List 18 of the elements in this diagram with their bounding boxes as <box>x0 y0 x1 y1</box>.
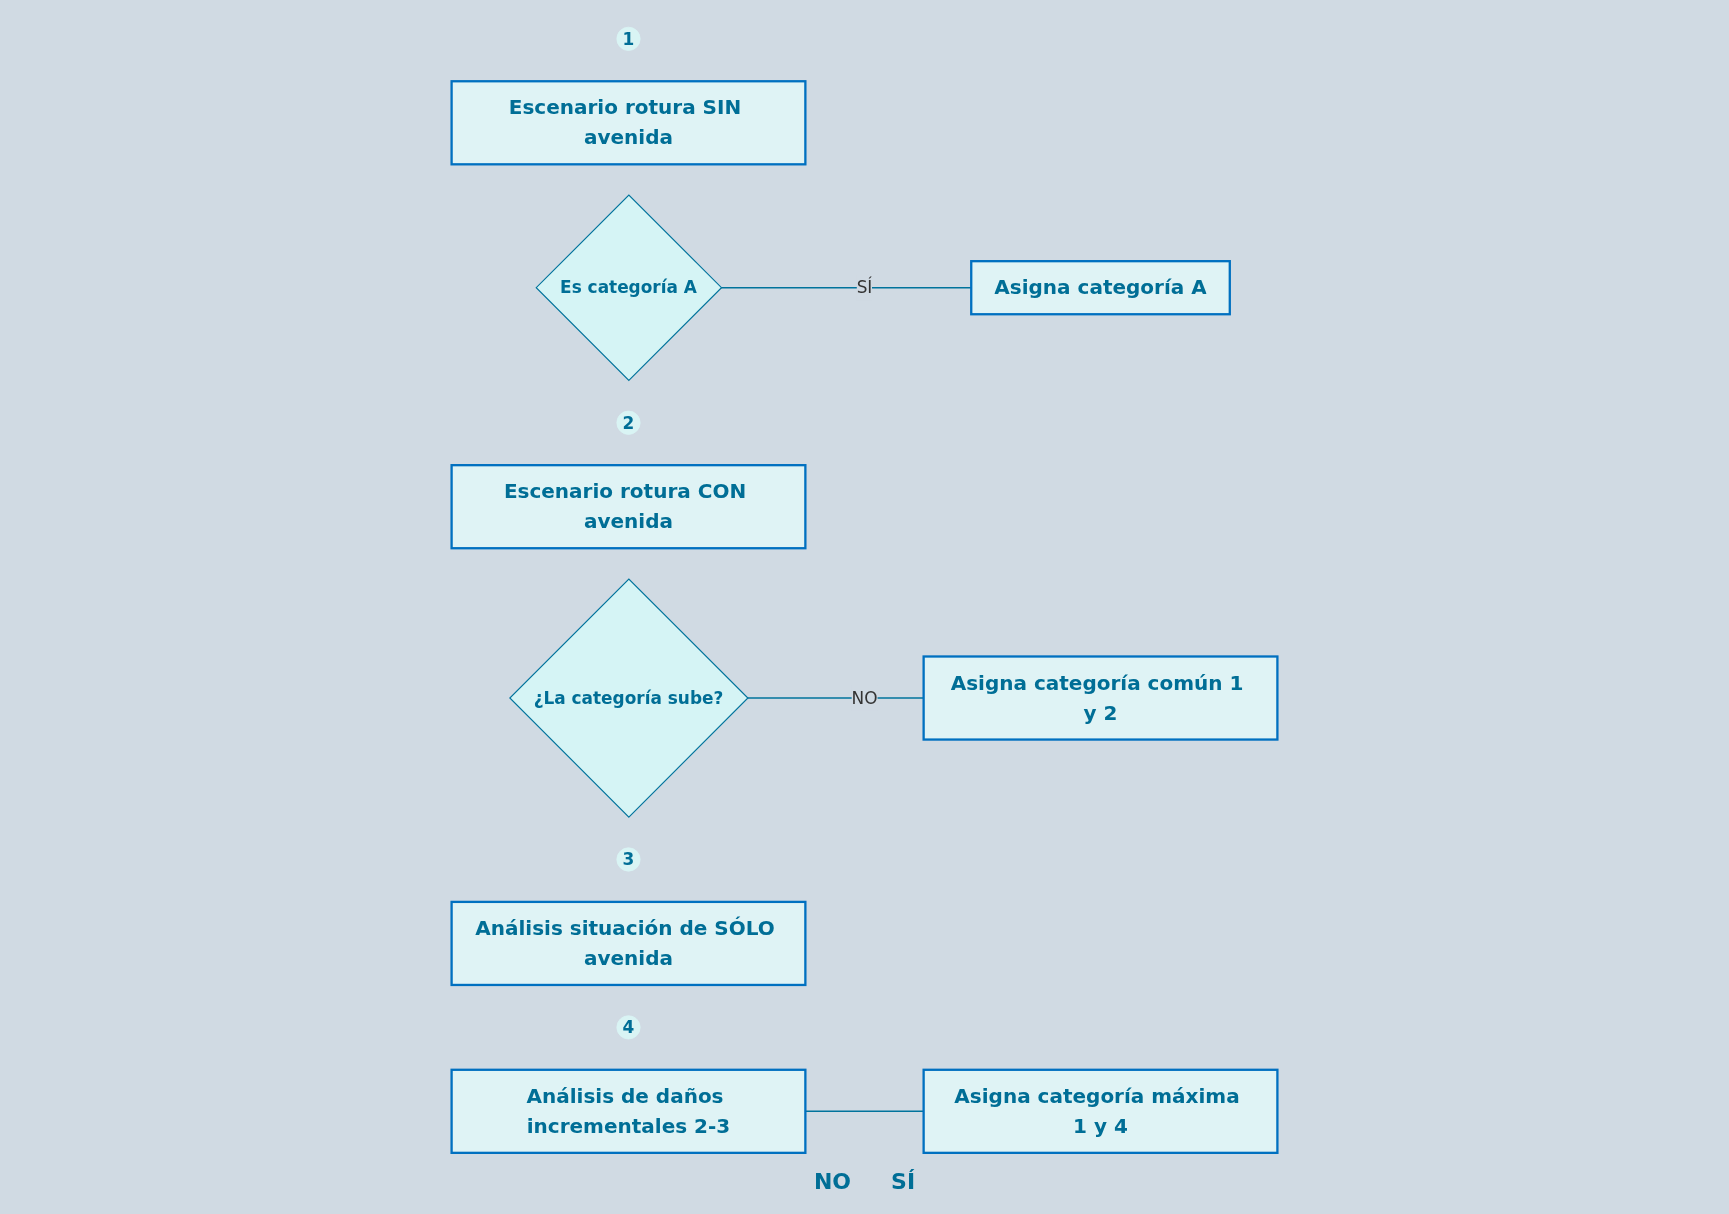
node-circle: 1 <box>616 26 641 51</box>
node-circle: 3 <box>616 847 641 872</box>
node-box: Escenario rotura SIN avenida <box>450 80 807 166</box>
note-text: NO <box>813 1169 852 1194</box>
edge-label: NO <box>851 688 878 708</box>
node-box: Asigna categoría A <box>970 260 1231 316</box>
node-diamond: ¿La categoría sube? <box>509 578 749 818</box>
connector <box>720 286 972 289</box>
node-box: Escenario rotura CON avenida <box>450 464 807 550</box>
node-diamond: Es categoría A <box>535 194 723 382</box>
note-text: SÍ <box>891 1169 916 1194</box>
edge-label: SÍ <box>856 278 873 298</box>
node-box: Asigna categoría máxima 1 y 4 <box>922 1068 1279 1154</box>
node-circle: 2 <box>616 410 641 435</box>
node-box: Análisis de daños incrementales 2-3 <box>450 1068 807 1154</box>
node-box: Análisis situación de SÓLO avenida <box>450 900 807 987</box>
node-circle: 4 <box>616 1015 641 1040</box>
node-box: Asigna categoría común 1 y 2 <box>922 655 1279 741</box>
